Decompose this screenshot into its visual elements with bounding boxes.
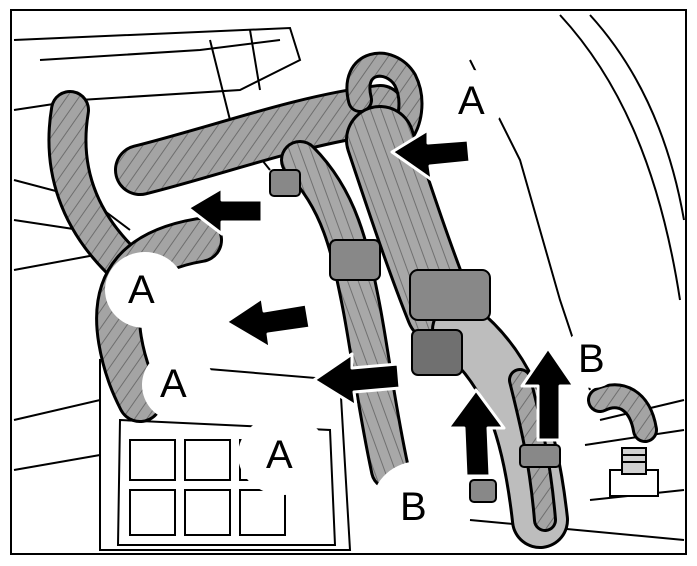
label-a-bottom: A [266,433,293,477]
arrows-b [446,346,576,478]
label-b-right: B [578,337,605,381]
arrow-left-icon [390,128,472,182]
arrow-left-icon [312,352,402,408]
arrows-a [186,128,472,408]
wiring-harness [47,51,658,549]
label-a-lower-left: A [160,362,187,406]
terminal-bolt [609,447,659,497]
arrow-left-icon [186,186,264,236]
harness-clips [269,169,561,503]
arrow-up-icon [446,388,506,478]
label-a-left: A [128,268,155,312]
arrow-up-icon [520,346,576,442]
label-halos [105,70,623,549]
label-b-bottom: B [400,485,427,529]
arrow-left-icon [224,296,312,350]
label-a-top-right: A [458,79,485,123]
